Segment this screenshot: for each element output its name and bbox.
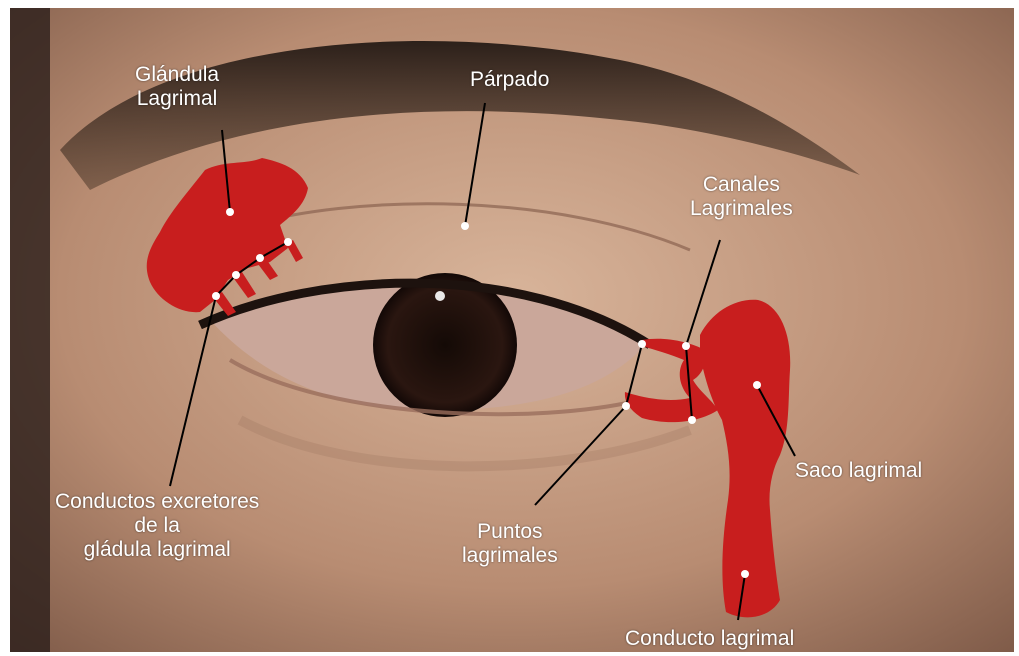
label-conducto-lagrimal: Conducto lagrimal bbox=[625, 627, 794, 651]
puntos-dot-lower bbox=[622, 402, 630, 410]
label-puntos-lagrimales: Puntos lagrimales bbox=[462, 520, 558, 568]
label-line: Párpado bbox=[470, 68, 549, 92]
puntos-dot-upper bbox=[638, 340, 646, 348]
label-canales-lagrimales: Canales Lagrimales bbox=[690, 173, 793, 221]
duct-dot-3 bbox=[232, 271, 240, 279]
label-line: Glándula bbox=[135, 63, 219, 87]
canales-dot bbox=[682, 342, 690, 350]
label-line: Puntos bbox=[462, 520, 558, 544]
label-line: Conducto lagrimal bbox=[625, 627, 794, 651]
label-saco-lagrimal: Saco lagrimal bbox=[795, 459, 922, 483]
iris bbox=[373, 273, 517, 417]
conducto-dot bbox=[741, 570, 749, 578]
label-line: Lagrimales bbox=[690, 197, 793, 221]
glandula-dot bbox=[226, 208, 234, 216]
label-line: Canales bbox=[690, 173, 793, 197]
duct-dot-1 bbox=[284, 238, 292, 246]
duct-dot-2 bbox=[256, 254, 264, 262]
canales-dot-lower bbox=[688, 416, 696, 424]
label-line: de la bbox=[55, 514, 259, 538]
duct-dot-4 bbox=[212, 292, 220, 300]
label-parpado: Párpado bbox=[470, 68, 549, 92]
label-line: Saco lagrimal bbox=[795, 459, 922, 483]
label-line: lagrimales bbox=[462, 544, 558, 568]
label-line: Lagrimal bbox=[135, 87, 219, 111]
parpado-dot bbox=[461, 222, 469, 230]
label-glandula-lagrimal: Glándula Lagrimal bbox=[135, 63, 219, 111]
eye-reflection bbox=[435, 291, 445, 301]
label-line: gládula lagrimal bbox=[55, 538, 259, 562]
label-conductos-excretores: Conductos excretores de la gládula lagri… bbox=[55, 490, 259, 562]
label-line: Conductos excretores bbox=[55, 490, 259, 514]
saco-dot bbox=[753, 381, 761, 389]
